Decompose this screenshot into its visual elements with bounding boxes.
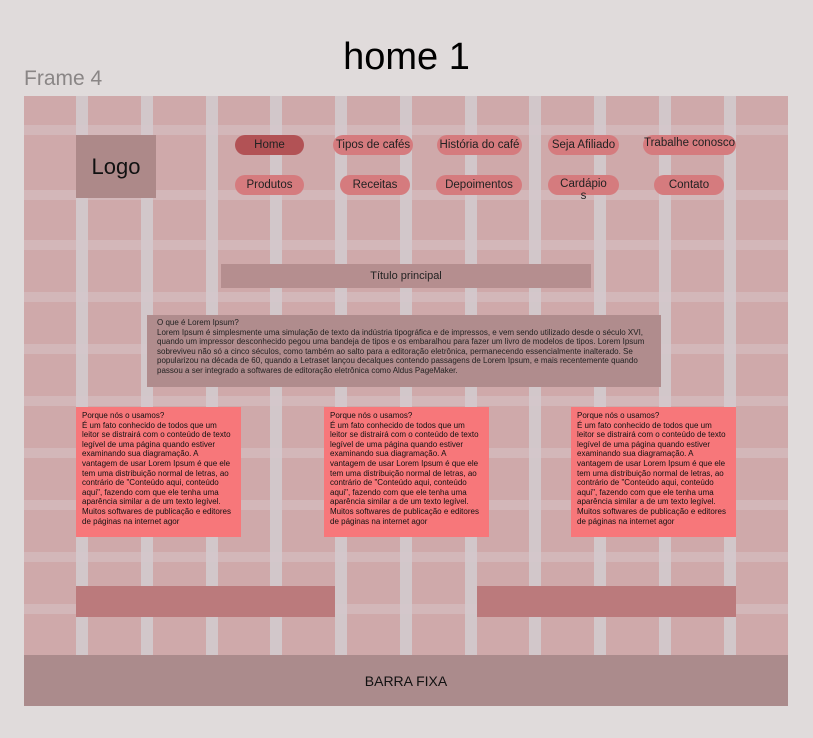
bottom-bar-right [477,586,736,617]
nav-contato-button[interactable]: Contato [654,175,724,195]
grid-row [24,292,788,302]
grid-row [24,396,788,406]
card-heading: Porque nós o usamos? [330,411,413,420]
bottom-bar-left [76,586,335,617]
nav-cardapios-label: Cardápios [560,178,607,202]
fixed-bar: BARRA FIXA [24,655,788,706]
intro-body: Lorem Ipsum é simplesmente uma simulação… [157,327,645,375]
nav-seja-afiliado-button[interactable]: Seja Afiliado [548,135,619,155]
nav-produtos-button[interactable]: Produtos [235,175,304,195]
intro-text-block: O que é Lorem Ipsum? Lorem Ipsum é simpl… [147,315,661,387]
nav-depoimentos-button[interactable]: Depoimentos [436,175,522,195]
intro-heading: O que é Lorem Ipsum? [157,318,239,327]
grid-row [24,240,788,250]
page-title: home 1 [343,36,470,78]
card-3: Porque nós o usamos? É um fato conhecido… [571,407,736,537]
nav-cardapios-button[interactable]: Cardápios [548,175,619,202]
logo[interactable]: Logo [76,135,156,198]
nav-tipos-de-cafes-button[interactable]: Tipos de cafés [333,135,413,155]
card-1: Porque nós o usamos? É um fato conhecido… [76,407,241,537]
nav-historia-do-cafe-button[interactable]: História do café [437,135,522,155]
frame[interactable]: Logo Home Tipos de cafés História do caf… [24,96,788,706]
grid-row [24,125,788,135]
card-body: É um fato conhecido de todos que um leit… [330,420,479,526]
nav-home-button[interactable]: Home [235,135,304,155]
card-2: Porque nós o usamos? É um fato conhecido… [324,407,489,537]
card-heading: Porque nós o usamos? [82,411,165,420]
nav-receitas-button[interactable]: Receitas [340,175,410,195]
card-heading: Porque nós o usamos? [577,411,660,420]
nav-trabalhe-conosco-button[interactable]: Trabalhe conosco [643,135,736,155]
grid-row [24,552,788,562]
card-body: É um fato conhecido de todos que um leit… [82,420,231,526]
main-title: Título principal [221,264,591,288]
frame-label[interactable]: Frame 4 [24,67,103,90]
card-body: É um fato conhecido de todos que um leit… [577,420,726,526]
